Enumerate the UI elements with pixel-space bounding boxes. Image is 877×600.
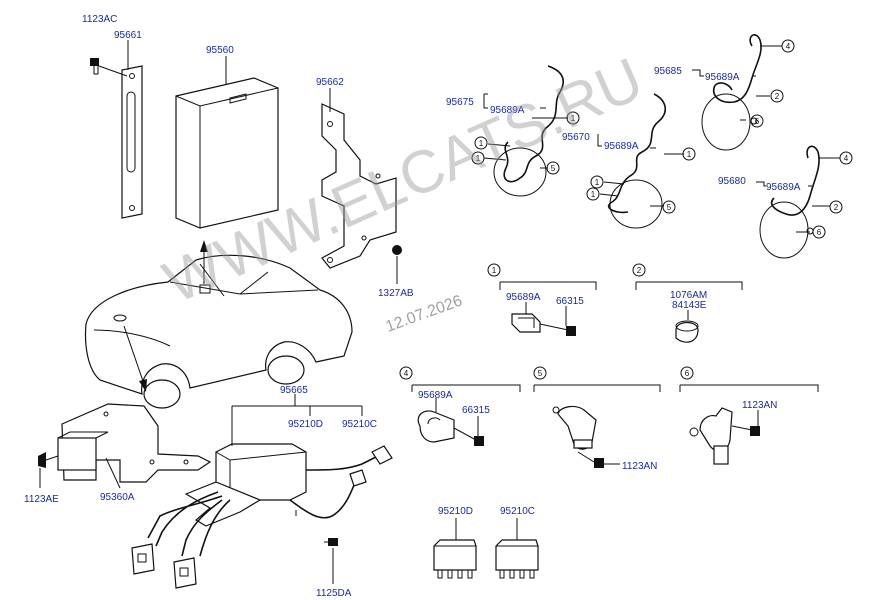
svg-text:5: 5 [667,203,672,212]
bolt-1125DA [324,538,338,546]
label-95689A-d: 95689A [766,182,801,193]
label-95661: 95661 [114,30,142,41]
relay-label-95210C: 95210C [500,506,535,517]
label-95689A-a: 95689A [490,105,525,116]
bracket-95661 [121,65,143,219]
relay-95210C [495,518,539,579]
label-1125DA: 1125DA [316,588,352,599]
svg-text:2: 2 [834,203,839,212]
label-95662: 95662 [316,77,344,88]
detail6-label-1123AN: 1123AN [742,400,777,411]
svg-text:5: 5 [538,369,543,378]
svg-text:6: 6 [755,117,760,126]
sensor-wire-95680 [759,145,820,259]
svg-text:1: 1 [476,154,481,163]
detail-4: 4 [399,366,521,446]
detail1-label-95689A: 95689A [506,292,541,303]
label-95689A-b: 95689A [604,141,639,152]
svg-text:1: 1 [492,266,497,275]
nut-1327AB [392,245,402,255]
svg-text:5: 5 [551,164,556,173]
label-95689A-c: 95689A [705,72,740,83]
detail2-label-84143E: 84143E [672,300,707,311]
svg-text:2: 2 [775,92,780,101]
relay-label-95210D: 95210D [438,506,473,517]
part-labels: 1123AC 95661 95560 95662 1327AB 95675 95… [24,14,801,599]
vehicle-outline [84,254,353,409]
wire-callouts: 1 1 1 5 1 1 1 5 4 2 6 4 2 6 [471,39,853,239]
detail-2: 2 [632,263,743,343]
label-95675: 95675 [446,97,474,108]
bracket-95360A [57,403,212,483]
bracket-95662 [321,103,397,269]
detail4-label-66315: 66315 [462,405,490,416]
label-95680: 95680 [718,176,746,187]
relay-95210D [433,518,477,579]
label-95360A: 95360A [100,492,135,503]
svg-text:6: 6 [817,228,822,237]
svg-text:4: 4 [786,42,791,51]
svg-text:4: 4 [404,369,409,378]
label-1123AE: 1123AE [24,494,59,505]
sensor-wire-95670 [607,93,666,229]
svg-text:6: 6 [685,369,690,378]
detail1-label-66315: 66315 [556,296,584,307]
svg-text:4: 4 [844,154,849,163]
label-95560: 95560 [206,45,234,56]
svg-text:2: 2 [637,266,642,275]
sensor-wire-95675 [493,65,564,197]
label-95685: 95685 [654,66,682,77]
label-95665: 95665 [280,385,308,396]
svg-text:1: 1 [479,139,484,148]
svg-text:1: 1 [687,150,692,159]
detail2-label-1076AM: 1076AM [670,290,707,301]
label-1327AB: 1327AB [378,288,414,299]
label-95210D: 95210D [288,419,323,430]
svg-text:1: 1 [595,178,600,187]
wire-leaders [483,45,840,233]
label-1123AC: 1123AC [82,14,117,25]
arrow-to-bracket [123,325,147,392]
svg-text:1: 1 [571,114,576,123]
detail-1: 1 [487,263,597,336]
wiring-harness [131,445,393,589]
detail4-label-95689A: 95689A [418,390,453,401]
control-module-95560 [175,77,279,229]
label-95210C: 95210C [342,419,377,430]
sensor-wire-95685 [701,34,762,151]
bolt-1123AC [90,58,99,75]
svg-text:1: 1 [591,190,596,199]
screw-1123AE [38,452,59,468]
detail-6: 6 [679,366,819,465]
detail5-label-1123AN: 1123AN [622,461,657,472]
arrow-to-module [200,240,208,284]
label-95670: 95670 [562,132,590,143]
detail-5: 5 [533,366,661,468]
